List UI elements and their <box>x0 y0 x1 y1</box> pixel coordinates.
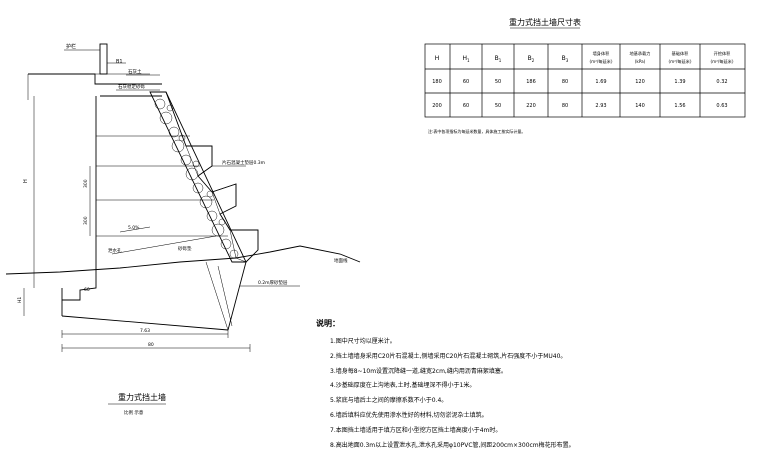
header-bearing-unit: (kPa) <box>635 59 646 64</box>
dim-300-b: 300 <box>83 216 89 225</box>
b60-dimension: 60 <box>84 287 90 293</box>
notes-title: 说明： <box>316 319 340 328</box>
table-cell: 200 <box>432 103 442 109</box>
b1-label: B1 <box>116 59 123 65</box>
drawing-scale: 比例 示意 <box>124 409 144 416</box>
list-item: 7.本图挡土墙适用于填方区和小型挖方区挡土墙高度小于4m时。 <box>330 426 502 434</box>
table-cell: 0.32 <box>716 79 727 85</box>
list-item: 8.高出地面0.3m以上设置泄水孔,泄水孔采用φ10PVC管,间距200cm×3… <box>330 441 575 449</box>
header-b1: B1 <box>495 55 502 63</box>
table-cell: 140 <box>635 103 645 109</box>
header-wall-volume: 墙身体积 <box>593 50 610 57</box>
h1-dimension: H1 <box>17 297 23 303</box>
dim-80: 80 <box>148 342 154 348</box>
table-cell: 186 <box>526 79 536 85</box>
dim-763: 7.63 <box>140 328 150 334</box>
table-cell: 60 <box>463 79 469 85</box>
table-row: 180 60 50 186 80 1.69 120 1.39 0.32 <box>432 79 727 85</box>
header-base-volume: 基础体积 <box>672 50 689 57</box>
drain-label: 泄水孔 <box>108 247 122 254</box>
table-cell: 50 <box>495 79 501 85</box>
list-item: 2.挡土墙墙身采用C20片石混凝土,侧墙采用C20片石混凝土砌筑,片石强度不小于… <box>330 352 567 360</box>
dimension-table: 重力式挡土墙尺寸表 H H1 B1 B2 B3 墙身体积 (m²/每延米) 地基… <box>424 17 746 134</box>
header-b3: B3 <box>562 55 569 63</box>
table-cell: 1.69 <box>595 79 606 85</box>
header-bearing: 地基承载力 <box>630 50 651 57</box>
table-cell: 1.56 <box>674 103 685 109</box>
table-cell: 2.93 <box>595 103 606 109</box>
drawing-caption: 重力式挡土墙 <box>118 392 166 402</box>
list-item: 4.沙基础厚度在上沟地表,土时,基础埋深不得小于1米。 <box>330 382 476 390</box>
table-cell: 0.63 <box>716 103 727 109</box>
table-cell: 80 <box>562 79 568 85</box>
backfill-label: 砂砾垫 <box>178 245 192 252</box>
table-cell: 180 <box>432 79 442 85</box>
table-note: 注:表中各项指标为每延米数量，具体施工按实际计量。 <box>428 128 525 134</box>
header-h: H <box>435 55 440 62</box>
table-cell: 220 <box>526 103 536 109</box>
table-row: 200 60 50 220 80 2.93 140 1.56 0.63 <box>432 103 727 109</box>
header-h1: H1 <box>462 55 470 63</box>
layer1-label: 石灰土 <box>128 68 142 75</box>
table-cell: 60 <box>463 103 469 109</box>
table-title: 重力式挡土墙尺寸表 <box>509 17 581 27</box>
list-item: 5.浆底与墙后土之间的摩擦系数不小于0.4。 <box>330 397 448 405</box>
header-wall-volume-unit: (m²/每延米) <box>590 58 613 65</box>
guardrail-label: 护栏 <box>66 43 76 50</box>
base-label: 0.2m厚砂垫层 <box>258 279 288 286</box>
list-item: 6.墙后填料应优先使用渗水性好的材料,切勿淤泥杂土填筑。 <box>330 411 488 419</box>
gravel-label: 片石混凝土垫层0.3m <box>222 159 265 166</box>
table-cell: 1.39 <box>674 79 685 85</box>
header-excavation-unit: (m²/每延米) <box>711 58 734 65</box>
table-cell: 50 <box>495 103 501 109</box>
h-dimension: H <box>23 179 29 183</box>
header-excavation: 开挖体积 <box>714 50 731 57</box>
layer2-label: 石灰稳定砂砾 <box>118 83 145 90</box>
dim-300-a: 300 <box>83 179 89 188</box>
ground-label: 地面线 <box>334 257 348 264</box>
table-cell: 120 <box>635 79 645 85</box>
list-item: 3.墙身每8~10m设置沉降缝一道,缝宽2cm,缝内用沥青麻絮填塞。 <box>330 367 507 375</box>
gravel-stones <box>154 98 239 259</box>
header-b2: B2 <box>528 55 535 63</box>
list-item: 1.图中尺寸均以厘米计。 <box>330 338 396 345</box>
slope-label: 5.0% <box>128 225 140 231</box>
wall-section: 护栏 B1 石灰土 石灰稳定砂砾 H 300 300 5.0% 泄水孔 <box>5 43 361 416</box>
notes-block: 说明： 1.图中尺寸均以厘米计。 2.挡土墙墙身采用C20片石混凝土,侧墙采用C… <box>316 318 746 453</box>
table-cell: 80 <box>562 103 568 109</box>
header-base-volume-unit: (m²/每延米) <box>669 58 692 65</box>
